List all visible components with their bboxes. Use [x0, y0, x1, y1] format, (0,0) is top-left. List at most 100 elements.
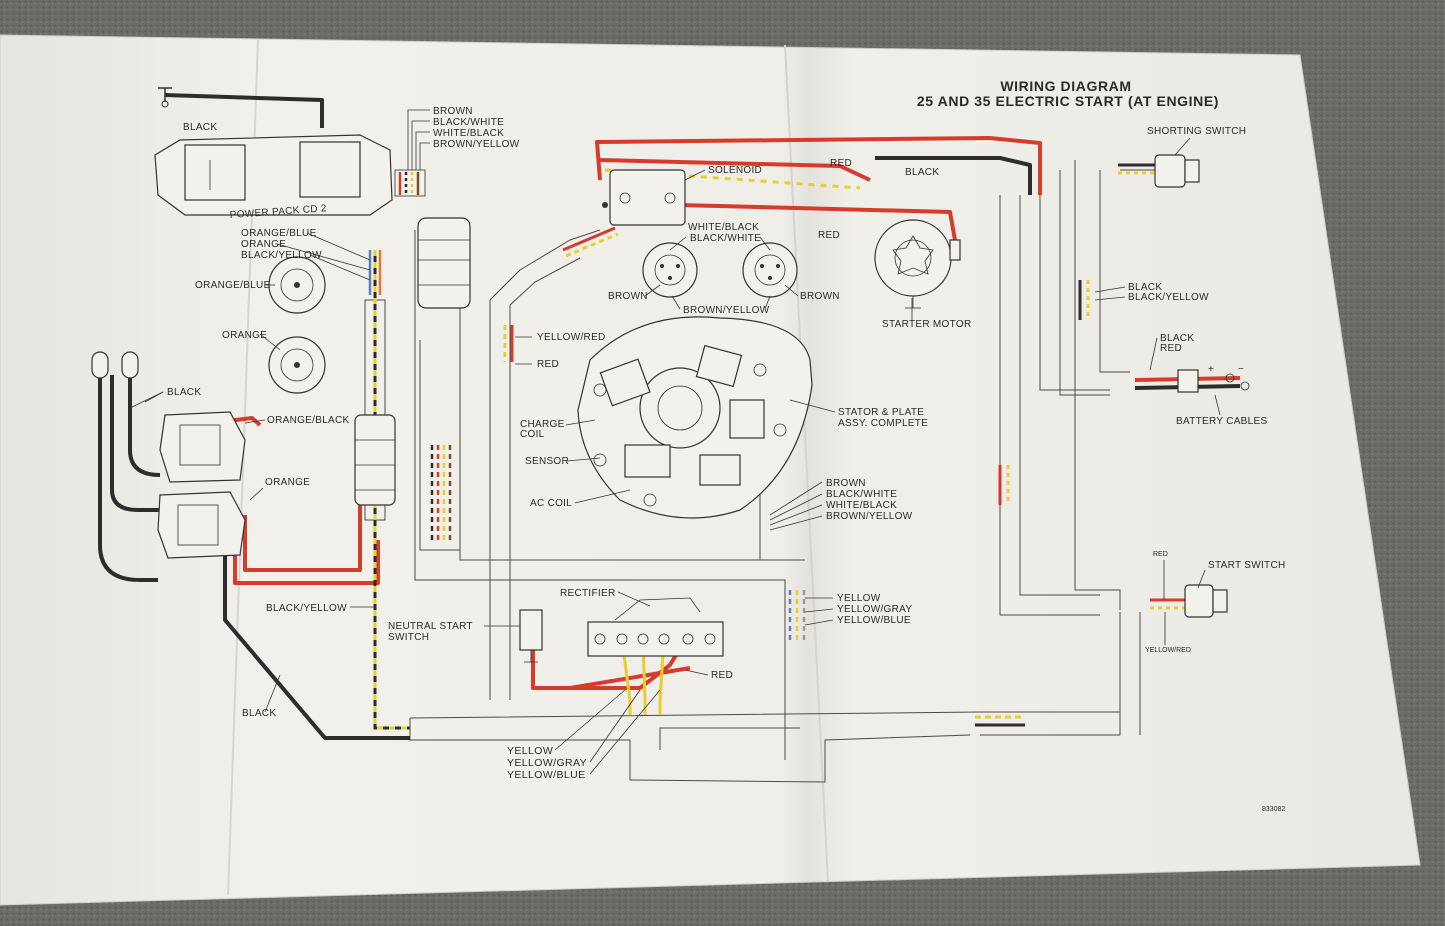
label-battery-cables: BATTERY CABLES [1176, 416, 1267, 427]
label-red-mid: RED [537, 359, 559, 370]
wire-red-top [595, 136, 1042, 195]
label-st-black-white: BLACK/WHITE [826, 489, 897, 500]
label-yellow-b: YELLOW [837, 593, 881, 604]
label-sw-white-black: WHITE/BLACK [688, 222, 759, 233]
starter-motor [874, 219, 961, 309]
label-harness-white-black: WHITE/BLACK [433, 128, 504, 139]
label-st-brown: BROWN [826, 478, 866, 489]
title-line-1: WIRING DIAGRAM [1000, 78, 1131, 94]
harness-connector-lower [354, 414, 396, 506]
key-switch-left [642, 242, 698, 298]
label-black-bottom: BLACK [242, 708, 276, 719]
label-yellow-r: YELLOW [507, 745, 553, 757]
label-batt-minus: − [1238, 364, 1244, 375]
label-yellow-gray-r: YELLOW/GRAY [507, 757, 587, 769]
leader-lines [129, 109, 1221, 775]
label-start-yellow-red: YELLOW/RED [1145, 647, 1191, 654]
rectifier [587, 597, 724, 657]
label-charge-coil-1: CHARGE [520, 419, 565, 430]
label-black-yellow-mid: BLACK/YELLOW [266, 603, 347, 614]
label-coil-orange: ORANGE [222, 330, 267, 341]
label-start-red: RED [1153, 551, 1168, 558]
ground-symbol-top [158, 87, 172, 108]
label-black-spark: BLACK [167, 387, 201, 398]
label-yellow-blue-r: YELLOW/BLUE [507, 769, 586, 781]
label-batt-plus: + [1208, 364, 1214, 375]
label-stator-1: STATOR & PLATE [838, 407, 924, 418]
label-starter-motor: STARTER MOTOR [882, 319, 971, 330]
stator-plate [577, 316, 813, 519]
label-yellow-red: YELLOW/RED [537, 332, 606, 343]
label-yellow-gray-b: YELLOW/GRAY [837, 604, 912, 615]
part-number: 833082 [1262, 806, 1285, 813]
wire-red-mid [599, 158, 871, 182]
label-ss-black: BLACK [1128, 282, 1162, 293]
ignition-coil-2 [268, 336, 326, 394]
label-sw-brown-right: BROWN [800, 291, 840, 302]
label-coil-orange-blue: ORANGE/BLUE [195, 280, 271, 291]
label-harness-brown-yellow: BROWN/YELLOW [433, 139, 520, 150]
label-rect-red: RED [711, 670, 733, 681]
wire-yellow-rect [620, 639, 632, 715]
label-ss-black-yellow: BLACK/YELLOW [1128, 292, 1209, 303]
label-harness-brown: BROWN [433, 106, 473, 117]
wire-rectifier-red-2 [569, 666, 691, 690]
wire-orange-coil-2 [243, 460, 362, 572]
spark-plug-caps [91, 351, 139, 379]
label-batt-red: RED [1160, 343, 1182, 354]
label-red-sol-top: RED [830, 158, 852, 169]
wire-black-spark-left-inner [110, 375, 160, 512]
start-switch [1184, 584, 1228, 618]
label-neutral-start-2: SWITCH [388, 632, 429, 643]
label-yellow-blue-b: YELLOW/BLUE [837, 615, 911, 626]
key-switch-right [742, 242, 798, 298]
wire-black-yellow-stripe [373, 250, 410, 730]
harness-connector-upper [417, 217, 471, 309]
label-pp-orange: ORANGE [241, 239, 286, 250]
label-start-switch: START SWITCH [1208, 560, 1286, 571]
label-shorting-switch: SHORTING SWITCH [1147, 126, 1246, 137]
title-line-2: 25 AND 35 ELECTRIC START (AT ENGINE) [917, 93, 1219, 109]
power-pack [154, 134, 393, 216]
label-pp-black-yellow: BLACK/YELLOW [241, 250, 322, 261]
label-orange-black: ORANGE/BLACK [267, 415, 350, 426]
harness-stripes [368, 163, 1185, 727]
label-batt-black: BLACK [1160, 333, 1194, 344]
wire-black-solenoid [875, 156, 1032, 195]
label-charge-coil-2: COIL [520, 429, 545, 440]
coil-housing-top [159, 411, 246, 483]
label-sw-brown-left: BROWN [608, 291, 648, 302]
label-pp-orange-blue: ORANGE/BLUE [241, 228, 317, 239]
neutral-start-switch [519, 609, 543, 663]
shorting-switch [1154, 154, 1200, 188]
wire-yellow-gray-rect [641, 639, 647, 715]
fold-line-2 [784, 44, 829, 883]
label-black-sol: BLACK [905, 167, 939, 178]
battery-terminals [1177, 369, 1250, 393]
label-ac-coil: AC COIL [530, 498, 572, 509]
label-stator-2: ASSY. COMPLETE [838, 418, 928, 429]
label-rectifier: RECTIFIER [560, 588, 615, 599]
label-sw-black-white: BLACK/WHITE [690, 233, 761, 244]
wire-yellow-blue-rect [658, 639, 666, 715]
label-neutral-start-1: NEUTRAL START [388, 621, 473, 632]
coil-housing-bottom [157, 491, 246, 559]
wire-black-ground-top [164, 93, 324, 128]
labels: BLACK POWER PACK CD 2 ORANGE/BLUE ORANGE… [167, 106, 1286, 781]
wire-rectifier-red [531, 638, 687, 690]
label-black-top: BLACK [183, 122, 217, 133]
wire-black-spark-right [128, 375, 161, 477]
label-orange-mid: ORANGE [265, 477, 310, 488]
ignition-coil-1 [268, 256, 326, 314]
label-solenoid: SOLENOID [708, 165, 762, 176]
label-red-sol-bottom: RED [818, 230, 840, 241]
label-sensor: SENSOR [525, 456, 569, 467]
solenoid [602, 169, 686, 226]
label-st-brown-yellow: BROWN/YELLOW [826, 511, 913, 522]
wire-black-spark-left [98, 375, 158, 582]
label-st-white-black: WHITE/BLACK [826, 500, 897, 511]
wire-red-solenoid-to-starter [679, 203, 957, 241]
wire-black-bottom [223, 505, 410, 740]
